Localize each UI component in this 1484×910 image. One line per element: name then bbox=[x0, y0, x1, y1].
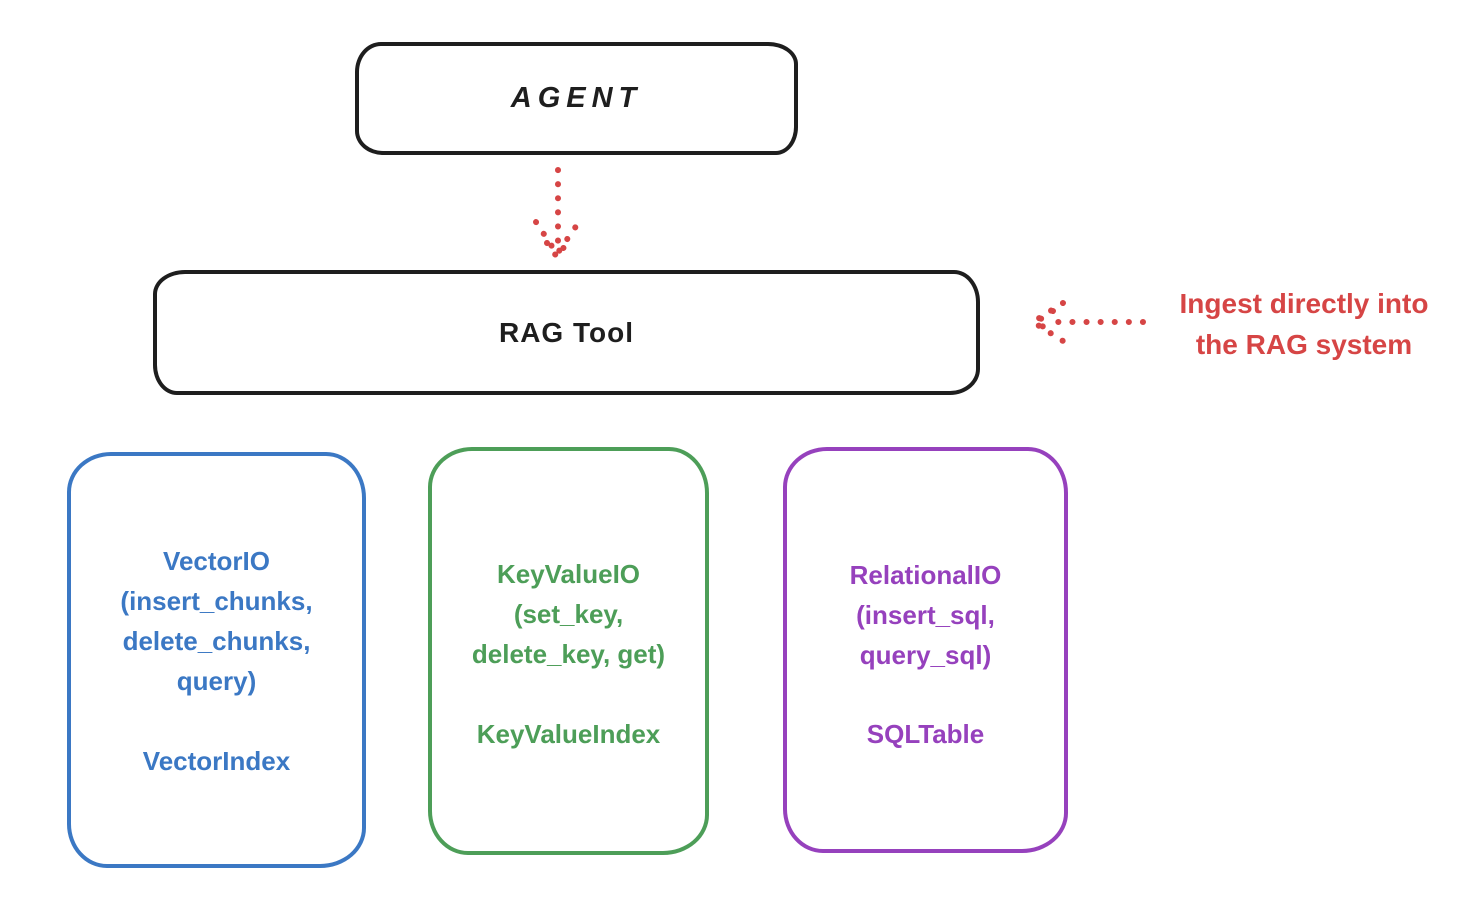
vector-io-box: VectorIO (insert_chunks, delete_chunks, … bbox=[67, 452, 366, 868]
rag-tool-label: RAG Tool bbox=[498, 316, 634, 348]
vector-index-label: VectorIndex bbox=[142, 746, 291, 776]
vector-io-line: (insert_chunks, bbox=[120, 586, 313, 616]
ingest-annotation-line2: the RAG system bbox=[1195, 329, 1413, 360]
sql-table-label: SQLTable bbox=[866, 719, 985, 749]
ingest-annotation-line1: Ingest directly into bbox=[1179, 288, 1429, 319]
keyvalue-index-label: KeyValueIndex bbox=[476, 719, 661, 749]
keyvalue-io-line: KeyValueIO bbox=[496, 559, 641, 589]
vector-io-line: query) bbox=[176, 666, 257, 696]
agent-box: AGENT bbox=[355, 42, 798, 155]
relational-io-line: RelationalIO bbox=[849, 560, 1002, 590]
agent-to-rag-tool-arrow bbox=[533, 167, 582, 263]
vector-io-line: VectorIO bbox=[163, 546, 270, 576]
relational-io-line: query_sql) bbox=[859, 640, 992, 670]
keyvalue-io-signature: KeyValueIO (set_key, delete_key, get) bbox=[432, 554, 705, 674]
ingest-annotation-arrow bbox=[1027, 300, 1146, 344]
agent-label: AGENT bbox=[510, 82, 643, 114]
keyvalue-io-line: delete_key, get) bbox=[471, 639, 666, 669]
keyvalue-io-box: KeyValueIO (set_key, delete_key, get) Ke… bbox=[428, 447, 709, 855]
relational-io-box: RelationalIO (insert_sql, query_sql) SQL… bbox=[783, 447, 1068, 853]
relational-io-signature: RelationalIO (insert_sql, query_sql) bbox=[787, 555, 1064, 675]
ingest-annotation: Ingest directly into the RAG system bbox=[1130, 283, 1478, 365]
keyvalue-io-line: (set_key, bbox=[513, 599, 624, 629]
rag-tool-box: RAG Tool bbox=[153, 270, 980, 395]
vector-io-line: delete_chunks, bbox=[122, 626, 311, 656]
vector-io-signature: VectorIO (insert_chunks, delete_chunks, … bbox=[71, 541, 362, 701]
relational-io-line: (insert_sql, bbox=[856, 600, 995, 630]
